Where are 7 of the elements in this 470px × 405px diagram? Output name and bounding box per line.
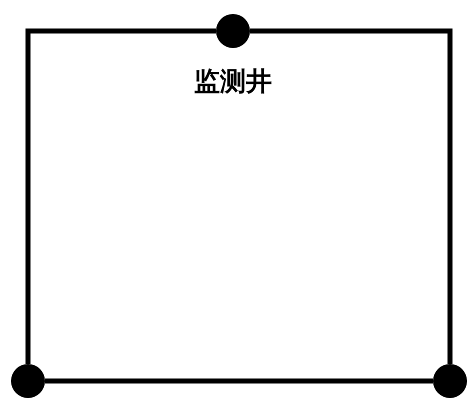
border-line [250,28,452,364]
well-dot [216,14,250,48]
border-line [45,378,433,384]
well-dot [433,364,467,398]
border-line [26,28,216,364]
well-label: 监测井 [194,66,272,99]
well-dot [11,364,45,398]
